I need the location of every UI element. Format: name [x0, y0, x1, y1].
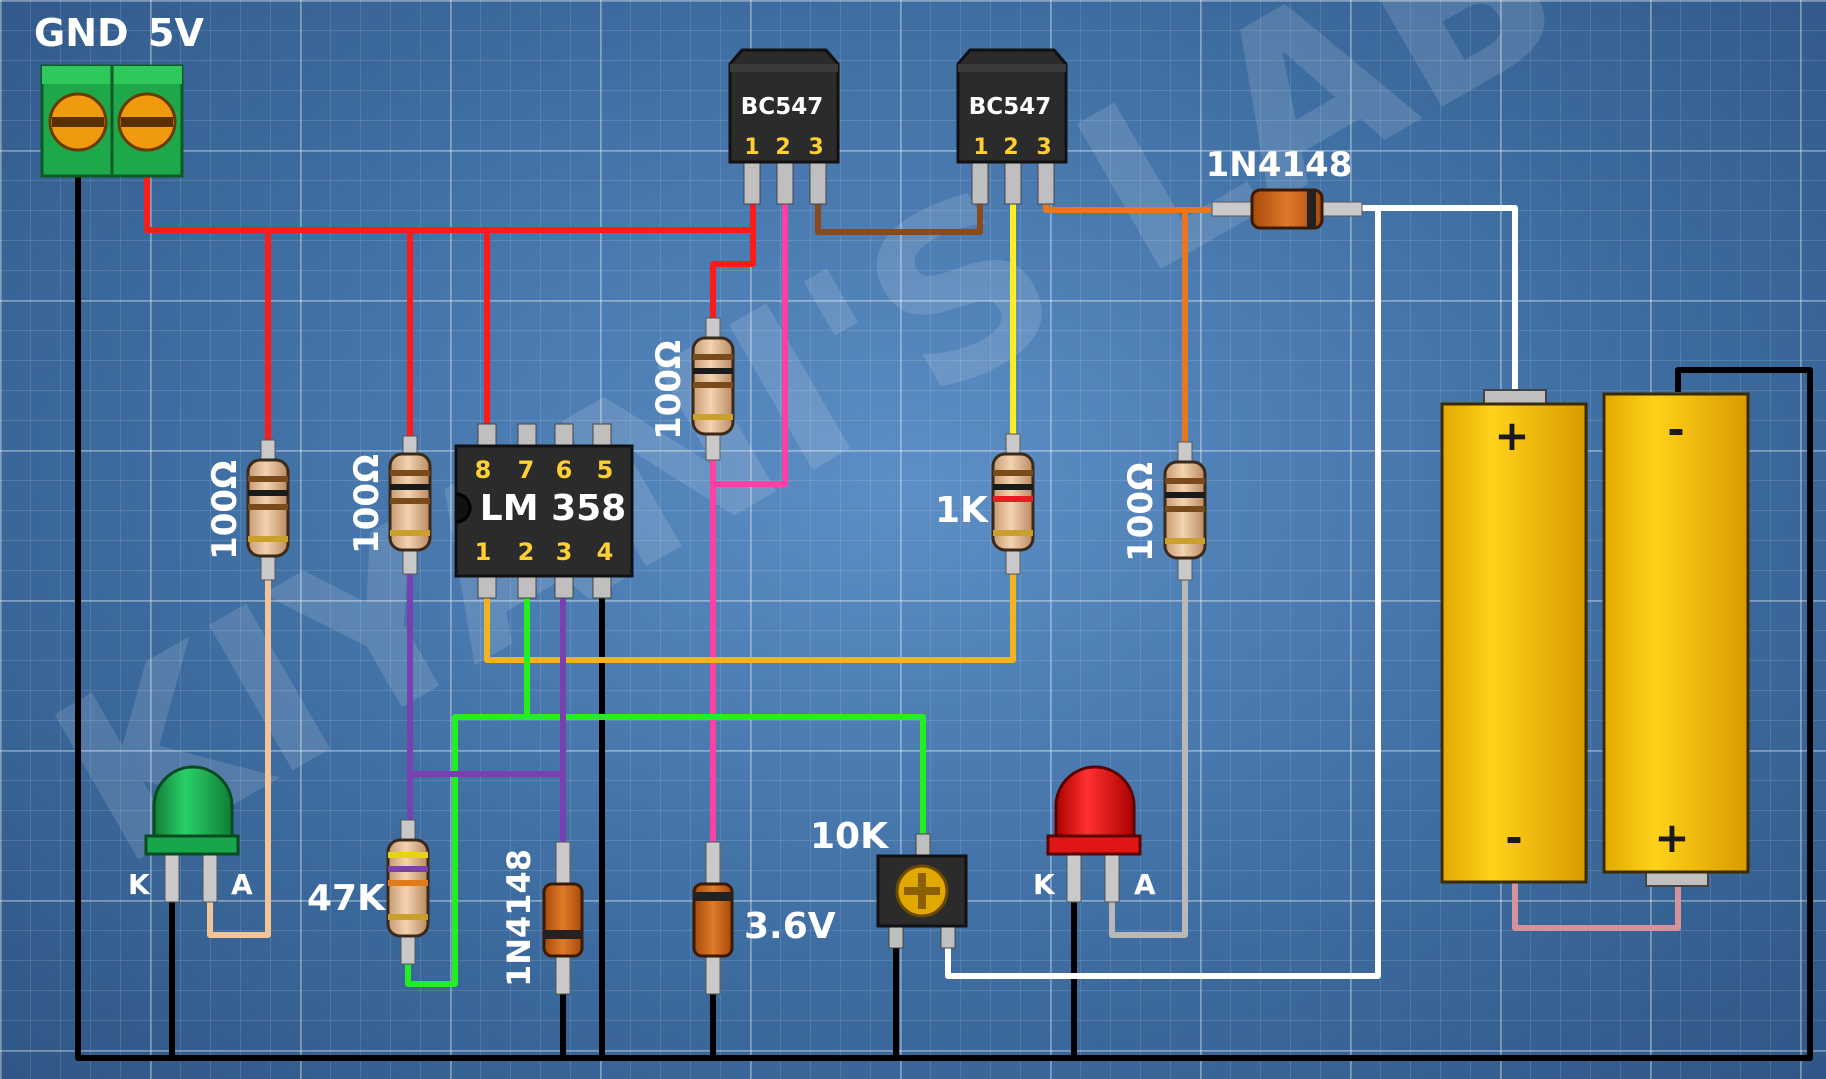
gnd-screw-icon — [48, 92, 108, 152]
gnd-label: GND — [34, 11, 129, 55]
q2-pin-3: 3 — [1036, 135, 1051, 160]
pot-label: 10K — [810, 816, 889, 857]
led-green: K A — [128, 765, 253, 903]
resistor-r5: 100Ω — [1121, 441, 1207, 581]
q1-pin-1: 1 — [744, 135, 759, 160]
red-led-a-label: A — [1134, 868, 1156, 901]
diode-bottom-label: 1N4148 — [500, 849, 538, 987]
zener-diode: 3.6V — [692, 841, 836, 995]
transistor-q2: BC547 1 2 3 — [956, 48, 1068, 205]
diode-1n4148-bottom: 1N4148 — [500, 841, 584, 995]
wire-brown — [815, 198, 983, 235]
resistor-r4: 1K — [935, 433, 1035, 575]
r2-label: 100Ω — [347, 454, 387, 554]
wire-tan — [207, 576, 271, 938]
wire-5v-q1-base — [710, 230, 756, 322]
wire-white-pot — [945, 208, 1381, 979]
5v-screw-icon — [117, 92, 177, 152]
power-terminal-block: GND 5V — [34, 11, 204, 178]
lm358-label: LM 358 — [480, 488, 626, 529]
diode-top-label: 1N4148 — [1206, 145, 1353, 185]
lm358-pin-3: 3 — [556, 538, 573, 566]
q2-label: BC547 — [969, 94, 1051, 120]
wires — [75, 172, 1813, 1061]
resistor-r6: 47K — [307, 819, 430, 965]
wire-gray — [1109, 576, 1188, 938]
lm358-pin-4: 4 — [597, 538, 614, 566]
battery-1: + - — [1440, 389, 1588, 884]
lm358-pin-2: 2 — [518, 538, 535, 566]
pot-knob-icon — [895, 864, 949, 918]
battery-2-bottom-sign: + — [1654, 813, 1689, 862]
5v-label: 5V — [148, 11, 204, 55]
wire-gnd — [75, 172, 1813, 1061]
resistor-r1: 100Ω — [205, 439, 290, 581]
potentiometer-10k: 10K — [810, 816, 968, 949]
lm358-notch-icon — [455, 492, 472, 524]
r6-label: 47K — [307, 878, 386, 919]
lm358-pin-6: 6 — [556, 456, 573, 484]
transistor-q1: BC547 1 2 3 — [728, 48, 840, 205]
led-red: K A — [1033, 765, 1156, 903]
wire-gold — [484, 572, 1016, 663]
resistor-r2: 100Ω — [347, 435, 432, 575]
q1-label: BC547 — [741, 94, 823, 120]
green-led-k-label: K — [128, 868, 151, 901]
battery-1-top-sign: + — [1494, 411, 1529, 460]
r5-label: 100Ω — [1121, 462, 1161, 562]
wire-white — [1355, 205, 1518, 392]
r1-label: 100Ω — [205, 460, 245, 560]
resistor-r3: 100Ω — [649, 317, 735, 461]
battery-1-bottom-sign: - — [1505, 813, 1522, 862]
q1-pin-3: 3 — [808, 135, 823, 160]
green-led-a-label: A — [231, 868, 253, 901]
q1-pin-2: 2 — [775, 135, 790, 160]
red-led-k-label: K — [1033, 868, 1056, 901]
diode-1n4148-top: 1N4148 — [1206, 145, 1363, 230]
zener-label: 3.6V — [744, 906, 836, 947]
lm358-chip: 8 7 6 5 LM 358 1 2 3 4 — [454, 423, 634, 599]
lm358-pin-5: 5 — [597, 456, 614, 484]
r3-label: 100Ω — [649, 340, 689, 440]
wire-green-2 — [405, 714, 926, 987]
wire-5v — [144, 172, 756, 233]
battery-2-top-sign: - — [1667, 405, 1684, 454]
q2-pin-2: 2 — [1003, 135, 1018, 160]
wire-battery-link — [1512, 882, 1681, 931]
q2-pin-1: 1 — [973, 135, 988, 160]
r4-label: 1K — [935, 490, 989, 531]
wire-pink — [710, 198, 788, 846]
lm358-pin-8: 8 — [475, 456, 492, 484]
lm358-pin-7: 7 — [518, 456, 535, 484]
lm358-pin-1: 1 — [475, 538, 492, 566]
battery-2: - + — [1602, 392, 1750, 887]
